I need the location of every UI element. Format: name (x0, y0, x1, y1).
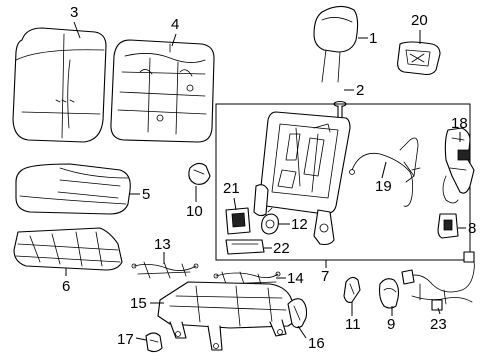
callout-16: 16 (308, 335, 325, 352)
release-cable-part (349, 137, 421, 207)
callout-8: 8 (468, 220, 477, 237)
foot-cover-part (145, 332, 163, 353)
wiring-harness-part (401, 251, 475, 311)
callout-17: 17 (117, 331, 134, 348)
seat-frame-part (157, 281, 301, 351)
seat-cushion-pad-part (13, 227, 123, 271)
callout-18: 18 (451, 115, 468, 132)
callout-11: 11 (345, 316, 361, 333)
seat-back-cover-part (12, 27, 107, 143)
callout-14: 14 (287, 270, 304, 287)
leader-lines (65, 21, 466, 341)
callout-5: 5 (142, 186, 151, 203)
callout-10: 10 (186, 203, 203, 220)
latch-mechanism-part (442, 127, 475, 204)
callout-20: 20 (411, 12, 428, 29)
callout-6: 6 (62, 278, 71, 295)
wire-spring-part (131, 261, 199, 279)
callout-22: 22 (273, 240, 290, 257)
latch-bracket-part (225, 239, 265, 255)
end-cap-part (378, 278, 400, 309)
seat-back-frame-assembly-part (253, 111, 351, 246)
hook-part (343, 276, 361, 303)
adjuster-knob-part (261, 207, 279, 235)
callout-15: 15 (130, 295, 147, 312)
callout-3: 3 (70, 4, 79, 21)
seat-cushion-cover-part (15, 163, 131, 215)
latch-cover-part (225, 207, 251, 235)
callout-12: 12 (291, 216, 308, 233)
callout-13: 13 (154, 236, 171, 253)
small-latch-part (437, 213, 459, 239)
trim-clip-part (188, 162, 211, 185)
bezel-part (397, 41, 441, 76)
callout-2: 2 (356, 82, 365, 99)
callout-19: 19 (375, 178, 392, 195)
callout-21: 21 (223, 180, 240, 197)
callout-4: 4 (171, 16, 180, 33)
callout-23: 23 (430, 316, 447, 333)
callout-1: 1 (369, 30, 378, 47)
seat-back-frame-part (110, 39, 215, 143)
side-shield-part (287, 298, 308, 329)
callout-9: 9 (387, 316, 396, 333)
headrest-part (313, 5, 359, 83)
callout-7: 7 (321, 268, 330, 285)
